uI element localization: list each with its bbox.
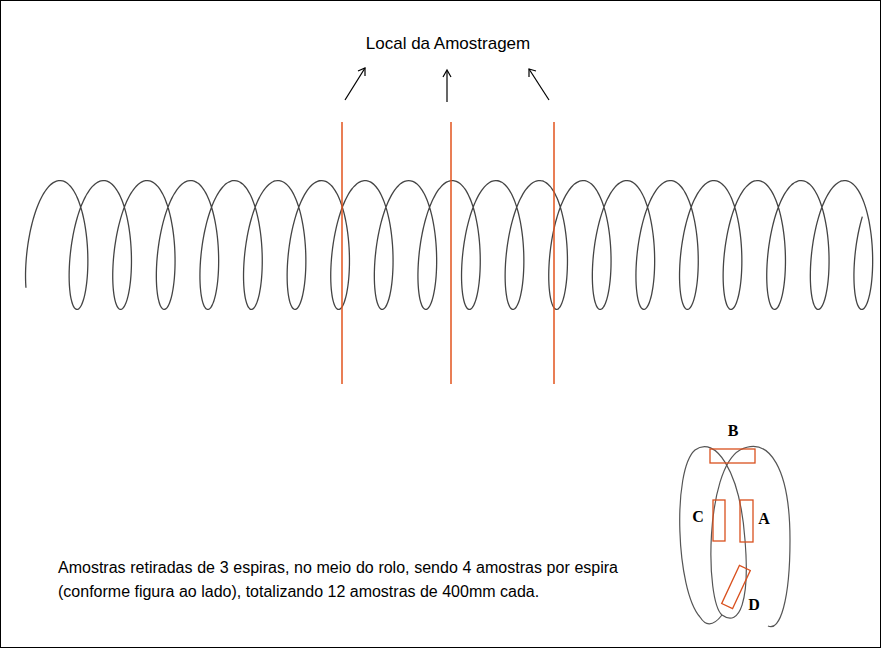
coil-winding <box>26 181 873 310</box>
sample-rect <box>713 500 725 541</box>
pointer-arrows <box>345 68 549 102</box>
sample-letter: D <box>748 596 760 614</box>
sample-letter: B <box>728 422 739 440</box>
cut-line <box>341 122 343 384</box>
coil-turn <box>711 447 790 627</box>
sampling-lines <box>342 122 554 384</box>
sample-rect <box>722 565 751 608</box>
cut-line <box>553 122 555 384</box>
spring-coil <box>26 181 873 310</box>
coil-turn <box>680 447 747 619</box>
sample-rect <box>710 449 755 463</box>
arrow <box>529 69 549 100</box>
cut-line <box>450 122 452 384</box>
sample-letter: C <box>692 508 704 526</box>
detail-coil <box>680 447 790 627</box>
sampling-title: Local da Amostragem <box>366 34 530 54</box>
arrow-head <box>529 69 536 77</box>
arrow-head <box>358 68 365 76</box>
arrow-head <box>443 70 451 77</box>
coil-turn <box>700 615 722 624</box>
sample-rect <box>740 500 753 542</box>
arrow <box>345 68 365 100</box>
arrow <box>446 71 447 102</box>
sample-marks <box>710 449 755 609</box>
sample-letter: A <box>758 510 770 528</box>
sampling-note: Amostras retiradas de 3 espiras, no meio… <box>58 556 618 604</box>
